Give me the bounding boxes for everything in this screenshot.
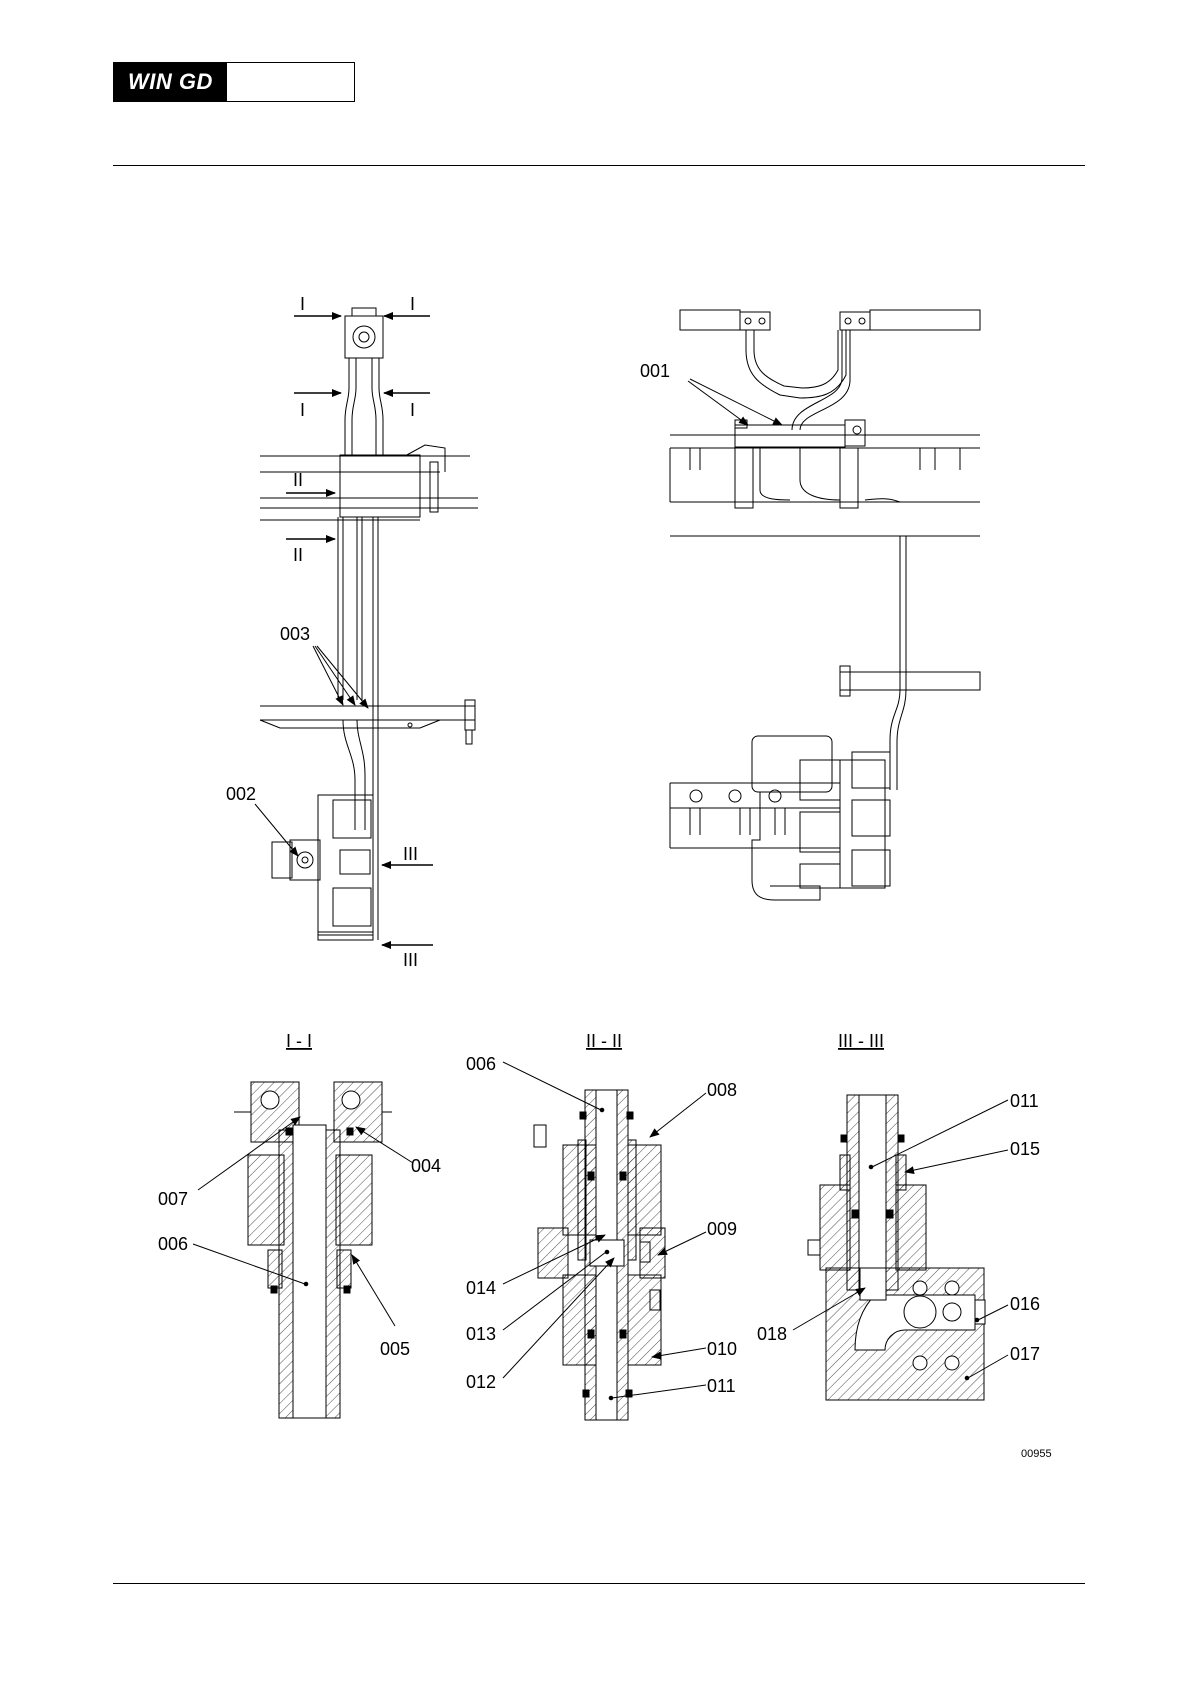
section-mark-i-lower-right: I xyxy=(410,400,415,420)
callout-007: 007 xyxy=(158,1189,188,1209)
section-mark-i-top-left: I xyxy=(300,294,305,314)
callout-006-section-ii: 006 xyxy=(466,1054,496,1074)
callout-014: 014 xyxy=(466,1278,496,1298)
callout-001: 001 xyxy=(640,361,670,381)
leaders-left-view xyxy=(255,646,368,856)
callout-012: 012 xyxy=(466,1372,496,1392)
section-title-iii-iii: III - III xyxy=(838,1031,884,1051)
callout-009: 009 xyxy=(707,1219,737,1239)
callout-017: 017 xyxy=(1010,1344,1040,1364)
section-mark-iii-lower: III xyxy=(403,950,418,970)
callout-011-section-ii: 011 xyxy=(707,1376,736,1396)
section-mark-ii-upper: II xyxy=(293,470,303,490)
callout-010: 010 xyxy=(707,1339,737,1359)
section-title-ii-ii: II - II xyxy=(586,1031,622,1051)
callout-003: 003 xyxy=(280,624,310,644)
callout-008: 008 xyxy=(707,1080,737,1100)
leaders-right-view xyxy=(688,379,782,425)
right-elevation-view xyxy=(670,310,980,900)
callout-018: 018 xyxy=(757,1324,787,1344)
callout-013: 013 xyxy=(466,1324,496,1344)
section-mark-ii-lower: II xyxy=(293,545,303,565)
callout-005: 005 xyxy=(380,1339,410,1359)
figure-reference-number: 00955 xyxy=(1021,1448,1052,1460)
section-title-i-i: I - I xyxy=(286,1031,312,1051)
section-ii-ii-drawing xyxy=(534,1090,665,1420)
callout-016: 016 xyxy=(1010,1294,1040,1314)
section-mark-i-lower-left: I xyxy=(300,400,305,420)
callout-002: 002 xyxy=(226,784,256,804)
callout-011-section-iii: 011 xyxy=(1010,1091,1039,1111)
callout-004: 004 xyxy=(411,1156,441,1176)
section-mark-i-top-right: I xyxy=(410,294,415,314)
section-iii-iii-drawing xyxy=(808,1095,985,1400)
section-mark-iii-upper: III xyxy=(403,844,418,864)
callout-006-section-i: 006 xyxy=(158,1234,188,1254)
section-i-i-drawing xyxy=(234,1082,392,1418)
callout-015: 015 xyxy=(1010,1139,1040,1159)
